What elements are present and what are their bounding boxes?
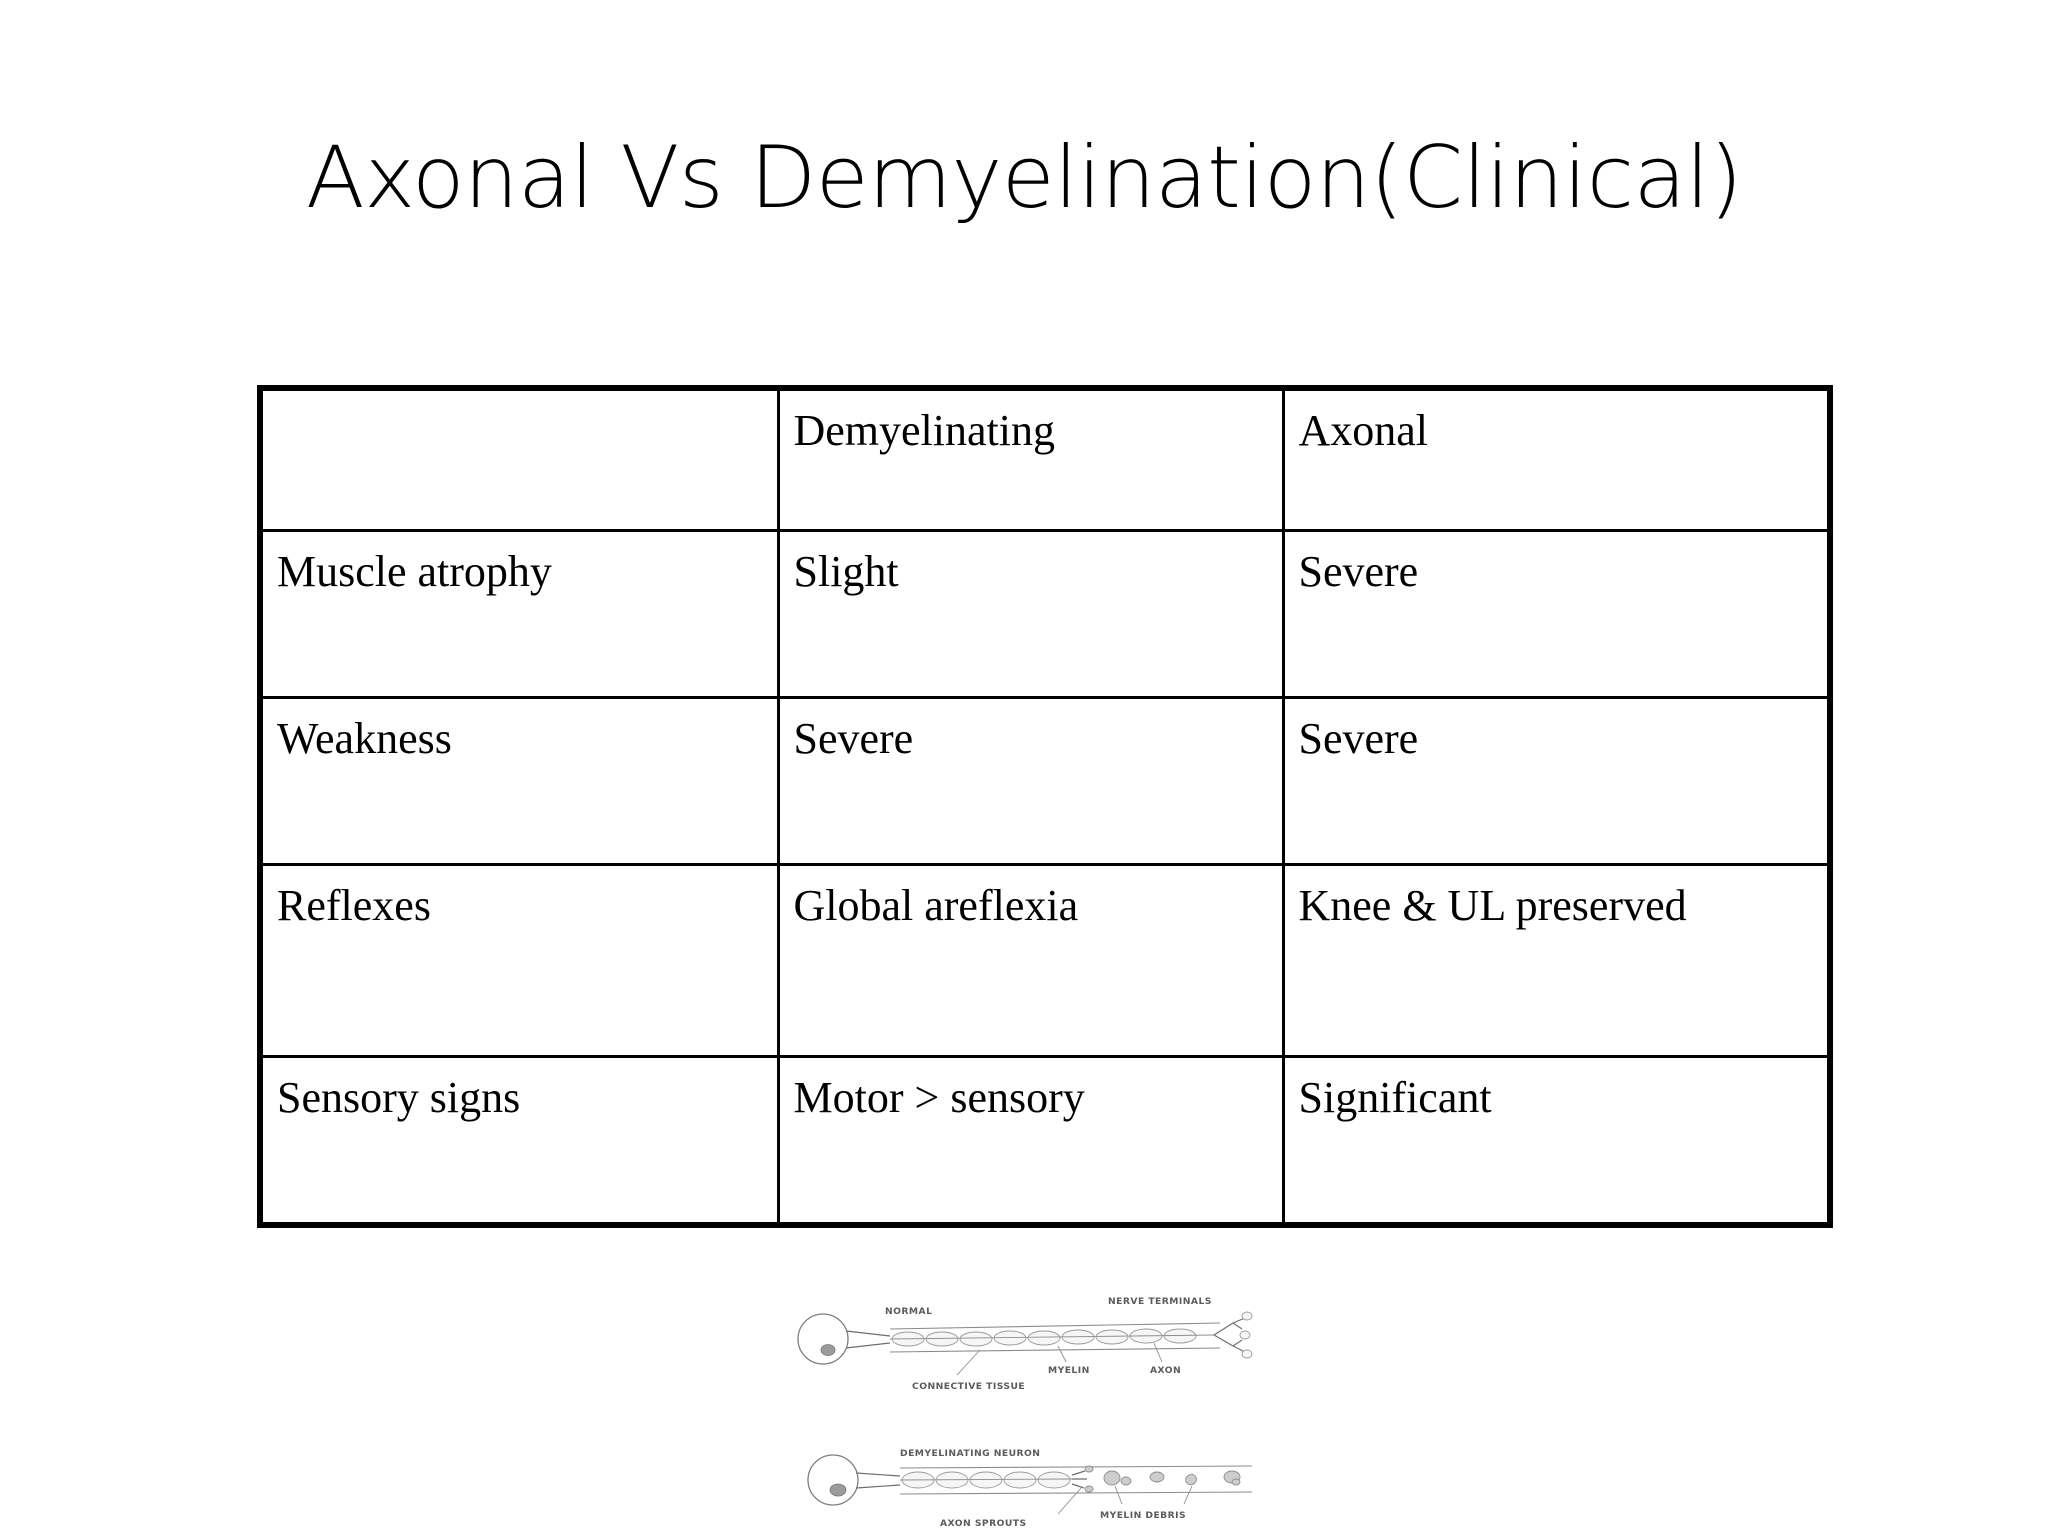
normal-neuron-diagram: NORMAL NERVE TERMINALS MYELIN AXON CONNE…	[790, 1276, 1270, 1396]
diagram-label-axon: AXON	[1150, 1365, 1181, 1376]
comparison-table: Demyelinating Axonal Muscle atrophy Slig…	[257, 385, 1833, 1228]
table-header-row: Demyelinating Axonal	[258, 386, 1832, 532]
cell-weakness-axonal: Severe	[1281, 696, 1832, 866]
cell-reflexes-axonal: Knee & UL preserved	[1281, 863, 1832, 1058]
table-header-cell-demyelinating: Demyelinating	[776, 386, 1285, 532]
diagram-label-myelin: MYELIN	[1048, 1365, 1090, 1376]
diagram-label-axon-sprouts: AXON SPROUTS	[940, 1518, 1027, 1529]
table-row: Sensory signs Motor > sensory Significan…	[258, 1055, 1832, 1227]
cell-muscle-atrophy-demyelinating: Slight	[776, 529, 1285, 699]
page-title: Axonal Vs Demyelination(Clinical)	[305, 128, 1743, 228]
table-row: Weakness Severe Severe	[258, 696, 1832, 866]
table-header-cell-axonal: Axonal	[1281, 386, 1832, 532]
diagram-label-demyelinating-neuron: DEMYELINATING NEURON	[900, 1448, 1040, 1459]
table-header-cell-blank	[258, 386, 780, 532]
diagram-label-normal: NORMAL	[885, 1306, 932, 1317]
table-row: Muscle atrophy Slight Severe	[258, 529, 1832, 699]
cell-sensory-signs-axonal: Significant	[1281, 1055, 1832, 1227]
demyelinating-neuron-diagram: DEMYELINATING NEURON AXON SPROUTS MYELIN…	[800, 1428, 1270, 1532]
row-label-reflexes: Reflexes	[258, 863, 780, 1058]
diagram-label-nerve-terminals: NERVE TERMINALS	[1108, 1296, 1212, 1307]
diagram-label-connective-tissue: CONNECTIVE TISSUE	[912, 1381, 1025, 1392]
cell-muscle-atrophy-axonal: Severe	[1281, 529, 1832, 699]
cell-sensory-signs-demyelinating: Motor > sensory	[776, 1055, 1285, 1227]
row-label-sensory-signs: Sensory signs	[258, 1055, 780, 1227]
cell-weakness-demyelinating: Severe	[776, 696, 1285, 866]
diagram-label-myelin-debris: MYELIN DEBRIS	[1100, 1510, 1186, 1521]
row-label-muscle-atrophy: Muscle atrophy	[258, 529, 780, 699]
cell-reflexes-demyelinating: Global areflexia	[776, 863, 1285, 1058]
row-label-weakness: Weakness	[258, 696, 780, 866]
table-row: Reflexes Global areflexia Knee & UL pres…	[258, 863, 1832, 1058]
